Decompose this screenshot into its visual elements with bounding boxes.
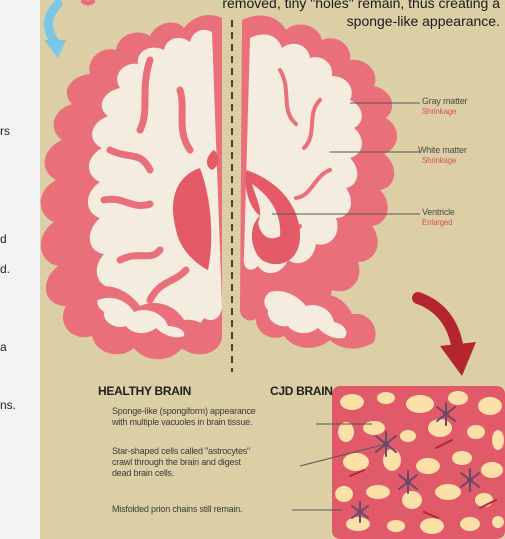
description-line: Star-shaped cells called "astrocytes" <box>112 446 312 457</box>
gray-matter-label: Gray matter <box>422 96 467 106</box>
ventricle-sublabel: Enlarged <box>422 218 452 227</box>
white-matter-sublabel: Shrinkage <box>422 156 456 165</box>
blue-curved-arrow-icon <box>44 0 94 58</box>
description-astrocytes: Star-shaped cells called "astrocytes" cr… <box>112 446 312 479</box>
description-line: dead brain cells. <box>112 468 312 479</box>
description-line: crawl through the brain and digest <box>112 457 312 468</box>
description-line: with multiple vacuoles in brain tissue. <box>112 417 312 428</box>
gray-matter-sublabel: Shrinkage <box>422 107 456 116</box>
description-prion-chains: Misfolded prion chains still remain. <box>112 504 312 515</box>
intro-caption: removed, tiny "holes" remain, thus creat… <box>160 0 500 30</box>
intro-caption-line1: removed, tiny "holes" remain, thus creat… <box>160 0 500 12</box>
spongiform-tissue-closeup <box>332 386 505 539</box>
cjd-brain-hemisphere <box>240 15 397 348</box>
intro-caption-line2: sponge-like appearance. <box>160 12 500 30</box>
description-line: Sponge-like (spongiform) appearance <box>112 406 312 417</box>
red-curved-arrow-icon <box>418 298 476 376</box>
ventricle-label: Ventricle <box>422 207 455 217</box>
description-spongiform: Sponge-like (spongiform) appearance with… <box>112 406 312 428</box>
description-line: Misfolded prion chains still remain. <box>112 504 312 515</box>
healthy-brain-label: HEALTHY BRAIN <box>98 384 191 398</box>
cjd-brain-label: CJD BRAIN <box>270 384 333 398</box>
white-matter-label: White matter <box>418 145 467 155</box>
